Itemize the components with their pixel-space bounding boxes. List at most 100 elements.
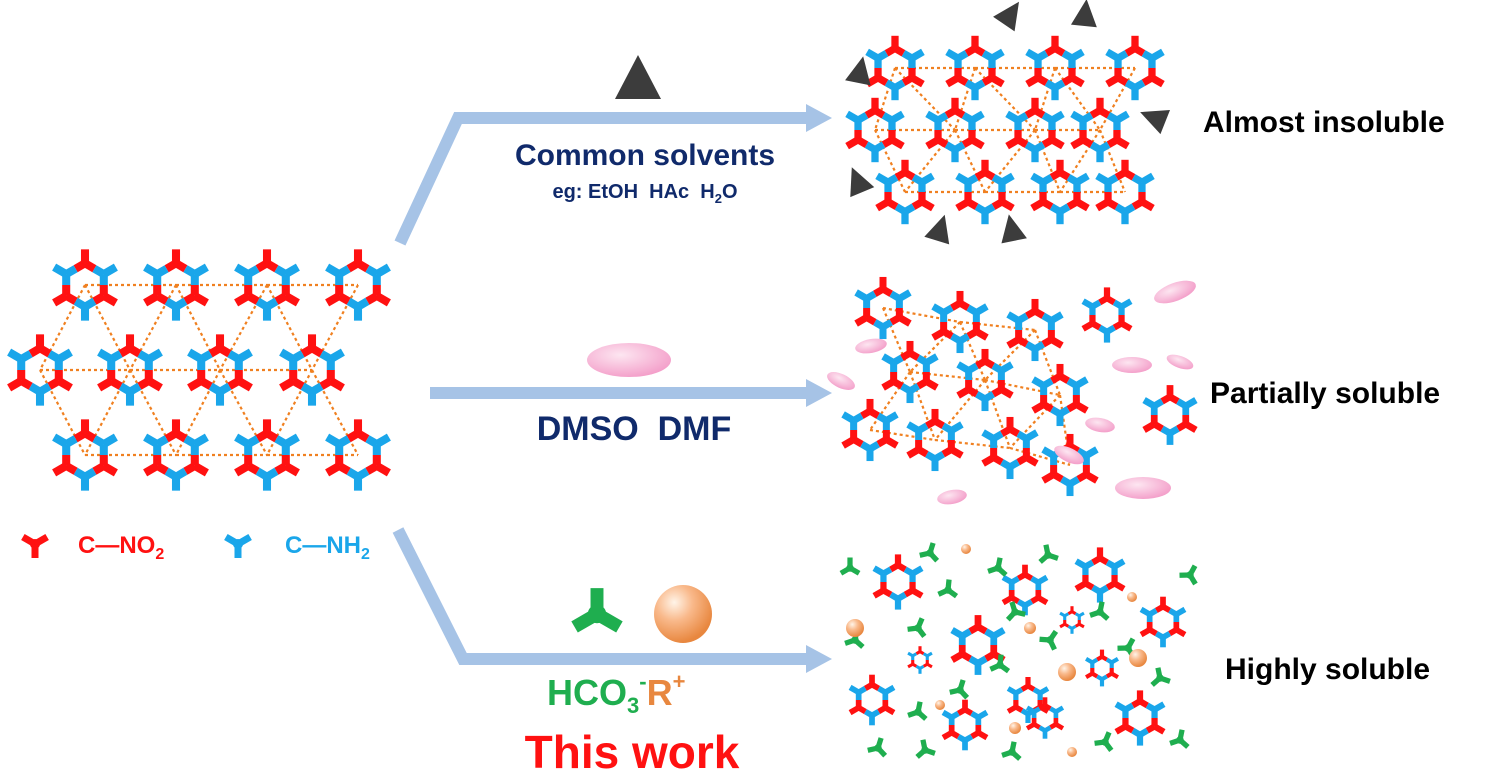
pink-ellipse-icon	[587, 343, 671, 377]
tripod-ring-molecule	[1070, 97, 1130, 163]
tripod-ring-molecule	[234, 419, 300, 491]
solvent-ellipse	[1166, 354, 1194, 370]
solvent-ellipse	[1115, 477, 1171, 499]
triangle-solvent-molecules	[845, 0, 1171, 245]
solvent-triangle	[924, 214, 950, 245]
solvent-triangle	[993, 1, 1019, 32]
tripod-ring-molecule	[279, 334, 345, 406]
hbond-lines-partial	[869, 306, 1072, 467]
tripod-ring-molecule	[1025, 697, 1065, 739]
tripod-ring-molecule	[1025, 35, 1085, 101]
solvent-ellipse	[1112, 357, 1152, 373]
hydrogen-bond-line	[869, 428, 936, 442]
hydrogen-bond-line	[984, 129, 1036, 193]
cation-sphere	[1127, 592, 1137, 602]
tripod-ring-molecule	[187, 334, 253, 406]
tripod-ring-molecule	[1006, 298, 1064, 362]
tripod-ring-molecule	[1001, 564, 1049, 616]
hydrogen-bond-line	[894, 67, 956, 131]
hydrogen-bond-line	[873, 67, 897, 131]
tripod-ring-molecule	[865, 35, 925, 101]
green-tripod-shape	[571, 588, 623, 633]
hbond-lines-insoluble	[873, 66, 1136, 194]
tripod-ring-molecule	[848, 674, 896, 726]
hydrogen-bond-line	[1098, 129, 1127, 193]
tripod-ring-molecule	[1005, 97, 1065, 163]
tripod-ring-molecule	[941, 699, 989, 751]
solvent-triangle	[850, 167, 875, 198]
solvent-triangle	[1070, 0, 1097, 28]
cation-sphere	[1067, 747, 1077, 757]
tripod-ring-molecule	[1105, 35, 1165, 101]
hydrogen-bonded-network	[7, 249, 391, 491]
hydrogen-bond-line	[1033, 129, 1062, 193]
green-tripod-molecule	[915, 739, 936, 759]
blue-tripod-icon	[224, 533, 252, 558]
tripod-ring-molecule	[981, 416, 1039, 480]
tripod-ring-molecule	[906, 408, 964, 472]
cation-sphere	[961, 544, 971, 554]
tripod-ring-molecule	[1095, 159, 1155, 225]
red-tripod-icon	[21, 533, 49, 558]
solvent-examples-label: eg: EtOH HAc H2O	[552, 181, 737, 206]
orange-sphere-icon	[654, 585, 712, 643]
arrow-common-solvents	[394, 104, 832, 246]
tripod-ring-molecule	[845, 97, 905, 163]
almost-insoluble-label: Almost insoluble	[1203, 106, 1445, 139]
tripod-ring-molecule	[97, 334, 163, 406]
tripod-ring-molecule	[956, 348, 1014, 412]
cation-sphere	[1129, 649, 1147, 667]
hydrogen-bond-line	[908, 371, 937, 441]
tripod-ring-molecule	[955, 159, 1015, 225]
tripod-ring-molecule	[7, 334, 73, 406]
solvent-ellipse	[937, 489, 967, 505]
tripod-ring-molecule	[1142, 385, 1198, 445]
green-tripod-molecule	[1169, 729, 1190, 749]
tripod-ring-molecule	[907, 646, 933, 674]
tripod-ring-molecule	[1059, 606, 1085, 634]
cation-sphere	[846, 619, 864, 637]
cation-sphere	[1024, 622, 1036, 634]
insoluble-network	[845, 35, 1165, 225]
solvent-ellipse	[855, 338, 887, 354]
hydrogen-bond-line	[934, 379, 986, 441]
green-tripod-molecule	[1179, 564, 1198, 586]
green-tripod-molecule	[1150, 667, 1171, 687]
tripod-ring-molecule	[143, 249, 209, 321]
green-tripod-molecule	[1094, 731, 1114, 752]
bicarbonate-salt-label: HCO3-R+	[547, 669, 685, 718]
green-tripod-molecule	[1005, 601, 1026, 622]
tripod-ring-molecule	[931, 290, 989, 354]
solvent-ellipse	[1085, 417, 1115, 433]
hydrogen-bond-line	[983, 379, 1012, 449]
tripod-ring-molecule	[234, 249, 300, 321]
tripod-ring-molecule	[872, 554, 924, 610]
green-tripod-molecule	[839, 557, 861, 576]
tripod-ring-molecule	[945, 35, 1005, 101]
tripod-ring-molecule	[841, 398, 899, 462]
tripod-ring-molecule	[325, 419, 391, 491]
solvent-ellipse	[1054, 445, 1084, 465]
solvent-triangle	[1001, 214, 1027, 244]
green-tripod-molecule	[907, 701, 928, 721]
hydrogen-bond-line	[909, 321, 961, 373]
tripod-ring-molecule	[1074, 547, 1126, 603]
green-tripod-molecule	[1089, 601, 1110, 621]
green-tripod-molecule	[1038, 544, 1059, 564]
green-tripod-molecule	[987, 557, 1008, 577]
hydrogen-bond-line	[904, 129, 956, 193]
solvent-ellipse	[827, 372, 855, 390]
hydrogen-bond-line	[1033, 67, 1057, 131]
partially-soluble-label: Partially soluble	[1210, 377, 1440, 410]
common-solvents-label: Common solvents	[515, 139, 775, 172]
hydrogen-bond-line	[1059, 129, 1101, 193]
partially-soluble-network	[841, 276, 1198, 497]
dmso-dmf-label: DMSO DMF	[537, 410, 732, 448]
tripod-ring-molecule	[52, 419, 118, 491]
tripod-ring-molecule	[1031, 363, 1089, 427]
hydrogen-bond-line	[984, 378, 1061, 397]
highly-soluble-label: Highly soluble	[1225, 653, 1430, 686]
dark-triangle-icon	[615, 55, 661, 99]
this-work-label: This work	[525, 726, 740, 776]
